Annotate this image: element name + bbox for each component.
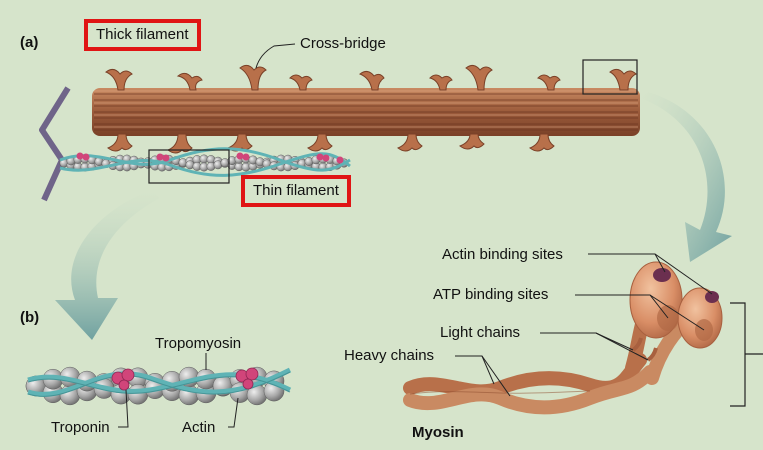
tropomyosin-label: Tropomyosin <box>155 335 242 352</box>
panel-label-b: (b) <box>20 309 40 326</box>
myosin-label: Myosin <box>412 424 464 441</box>
atp-binding-sites-label: ATP binding sites <box>433 286 549 303</box>
thin-filament-detail <box>25 366 292 406</box>
leader-lines <box>118 43 713 428</box>
cross-bridge-label: Cross-bridge <box>300 35 386 52</box>
magnify-arrow-thick <box>640 92 732 262</box>
myosin-molecule <box>403 261 723 415</box>
thin-filament <box>59 147 351 184</box>
thick-filament-label: Thick filament <box>84 19 201 51</box>
heavy-chains-label: Heavy chains <box>344 347 435 364</box>
troponin-label: Troponin <box>51 419 110 436</box>
actin-label: Actin <box>182 419 216 436</box>
light-chains-label: Light chains <box>440 324 521 341</box>
panel-label-a: (a) <box>20 34 39 51</box>
thin-filament-label: Thin filament <box>241 175 351 207</box>
actin-binding-sites-label: Actin binding sites <box>442 246 563 263</box>
myosin-bracket <box>730 302 763 407</box>
z-line <box>39 86 71 202</box>
magnify-arrow-thin <box>55 190 160 340</box>
thick-filament <box>92 59 640 154</box>
